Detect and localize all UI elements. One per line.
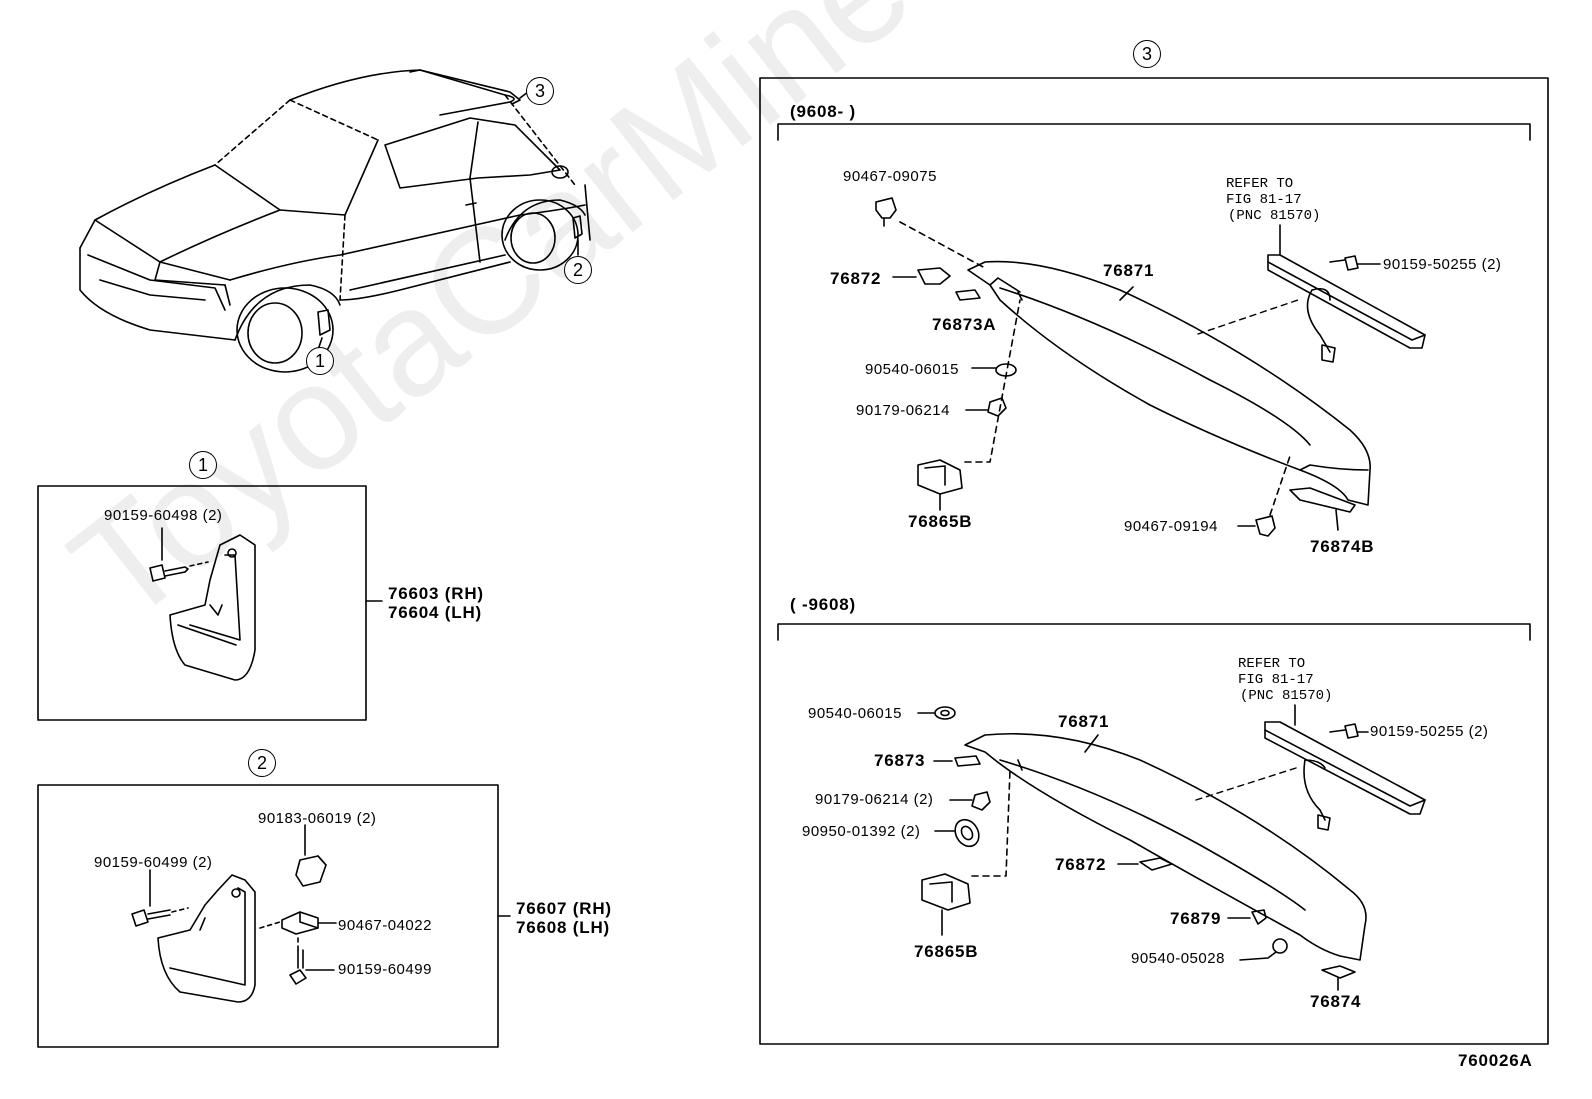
leader-dashed-top: [1197, 299, 1299, 335]
panel-1-title: 1: [189, 451, 217, 479]
clip-top: [875, 197, 986, 269]
pad-76874B: [1289, 487, 1356, 531]
pad-76873A: [955, 289, 981, 301]
panel-1-frame: [37, 485, 383, 721]
bracket-76865B-bottom: [921, 769, 1011, 936]
washer2-bottom: [1239, 938, 1288, 961]
bolt-label: 90159-60498 (2): [104, 507, 223, 524]
bracket-76865B-top: [917, 299, 1021, 511]
bracket-top-right: [1267, 224, 1426, 363]
refer-line-2-bottom: FIG 81-17: [1238, 672, 1314, 688]
leader-dashed-bottom: [1195, 767, 1297, 801]
plug-76879: [1227, 909, 1267, 925]
washer-bottom: [917, 706, 956, 720]
screw2-panel2: [289, 934, 335, 985]
panel-2-frame: [37, 784, 511, 1048]
refer-line-3-bottom: (PNC 81570): [1240, 688, 1333, 704]
nut-top: [965, 397, 1007, 417]
part-lh-label: 76604 (LH): [388, 603, 482, 622]
cover-76872-top: [892, 267, 951, 285]
plug-label-bottom: 76879: [1170, 909, 1222, 928]
range-label-top: (9608- ): [790, 102, 856, 121]
screw-panel2: [131, 869, 189, 927]
clip-label: 90467-04022: [338, 917, 432, 934]
washer-label-top: 90540-06015: [865, 361, 959, 378]
mudguard-front: [169, 534, 256, 681]
refer-line-1-bottom: REFER TO: [1238, 656, 1306, 672]
nut-label-top: 90179-06214: [856, 402, 950, 419]
part-rh-label-2: 76607 (RH): [516, 899, 612, 918]
nut-label: 90183-06019 (2): [258, 810, 377, 827]
part-rh-label: 76603 (RH): [388, 584, 484, 603]
nut-bottom: [949, 791, 991, 811]
refer-line-1-top: REFER TO: [1226, 176, 1294, 192]
screw-label: 90159-60499 (2): [94, 854, 213, 871]
panel-2-title: 2: [248, 749, 276, 777]
nut-label-bottom: 90179-06214 (2): [815, 791, 934, 808]
pad-label-bottom: 76873: [874, 751, 926, 770]
spoiler-label-top: 76871: [1103, 261, 1155, 280]
nut-panel2: [295, 824, 327, 887]
bracket-label-top: 76865B: [908, 512, 973, 531]
part-lh-label-2: 76608 (LH): [516, 918, 610, 937]
clip-panel2: [259, 911, 337, 935]
seal-bottom: [934, 818, 980, 848]
panel-3-title: 3: [1133, 40, 1161, 68]
spoiler-top: [967, 260, 1371, 506]
cover-label-bottom: 76872: [1055, 855, 1107, 874]
washer-top: [971, 363, 1017, 377]
pad-b-label-top: 76874B: [1310, 537, 1375, 556]
seal-label-bottom: 90950-01392 (2): [802, 823, 921, 840]
washer2-label-bottom: 90540-05028: [1131, 950, 1225, 967]
range-label-bottom: ( -9608): [790, 595, 856, 614]
screw-top-right: [1329, 255, 1381, 271]
screw-label-top: 90159-50255 (2): [1383, 256, 1502, 273]
washer-label-bottom: 90540-06015: [808, 705, 902, 722]
screw-label-bottom: 90159-50255 (2): [1370, 723, 1489, 740]
clip-top-label: 90467-09075: [843, 168, 937, 185]
bracket-label-bottom: 76865B: [914, 942, 979, 961]
panel-3-frame: [759, 77, 1549, 1045]
bracket-bottom-right: [1264, 704, 1426, 831]
clip-bottom-label-top: 90467-09194: [1124, 518, 1218, 535]
mudguard-rear: [157, 874, 256, 1003]
refer-line-3-top: (PNC 81570): [1228, 208, 1321, 224]
pad-label-top: 76873A: [932, 315, 997, 334]
cover-76872-bottom: [1117, 857, 1173, 871]
pad-76874: [1321, 965, 1356, 991]
bolt-panel1: [149, 527, 209, 582]
pad2-label-bottom: 76874: [1310, 992, 1362, 1011]
car-outline: [79, 69, 591, 373]
callout-1-car: 1: [306, 347, 334, 375]
callout-3-car: 3: [526, 77, 554, 105]
pad-76873: [933, 755, 981, 767]
spoiler-label-bottom: 76871: [1058, 712, 1110, 731]
screw2-label: 90159-60499: [338, 961, 432, 978]
spoiler-bottom: [964, 732, 1367, 961]
clip-bottom-top: [1237, 455, 1291, 537]
screw-bottom-right: [1329, 723, 1369, 739]
cover-label-top: 76872: [830, 269, 882, 288]
callout-2-car: 2: [564, 256, 592, 284]
figure-code: 760026A: [1458, 1051, 1533, 1070]
refer-line-2-top: FIG 81-17: [1226, 192, 1302, 208]
